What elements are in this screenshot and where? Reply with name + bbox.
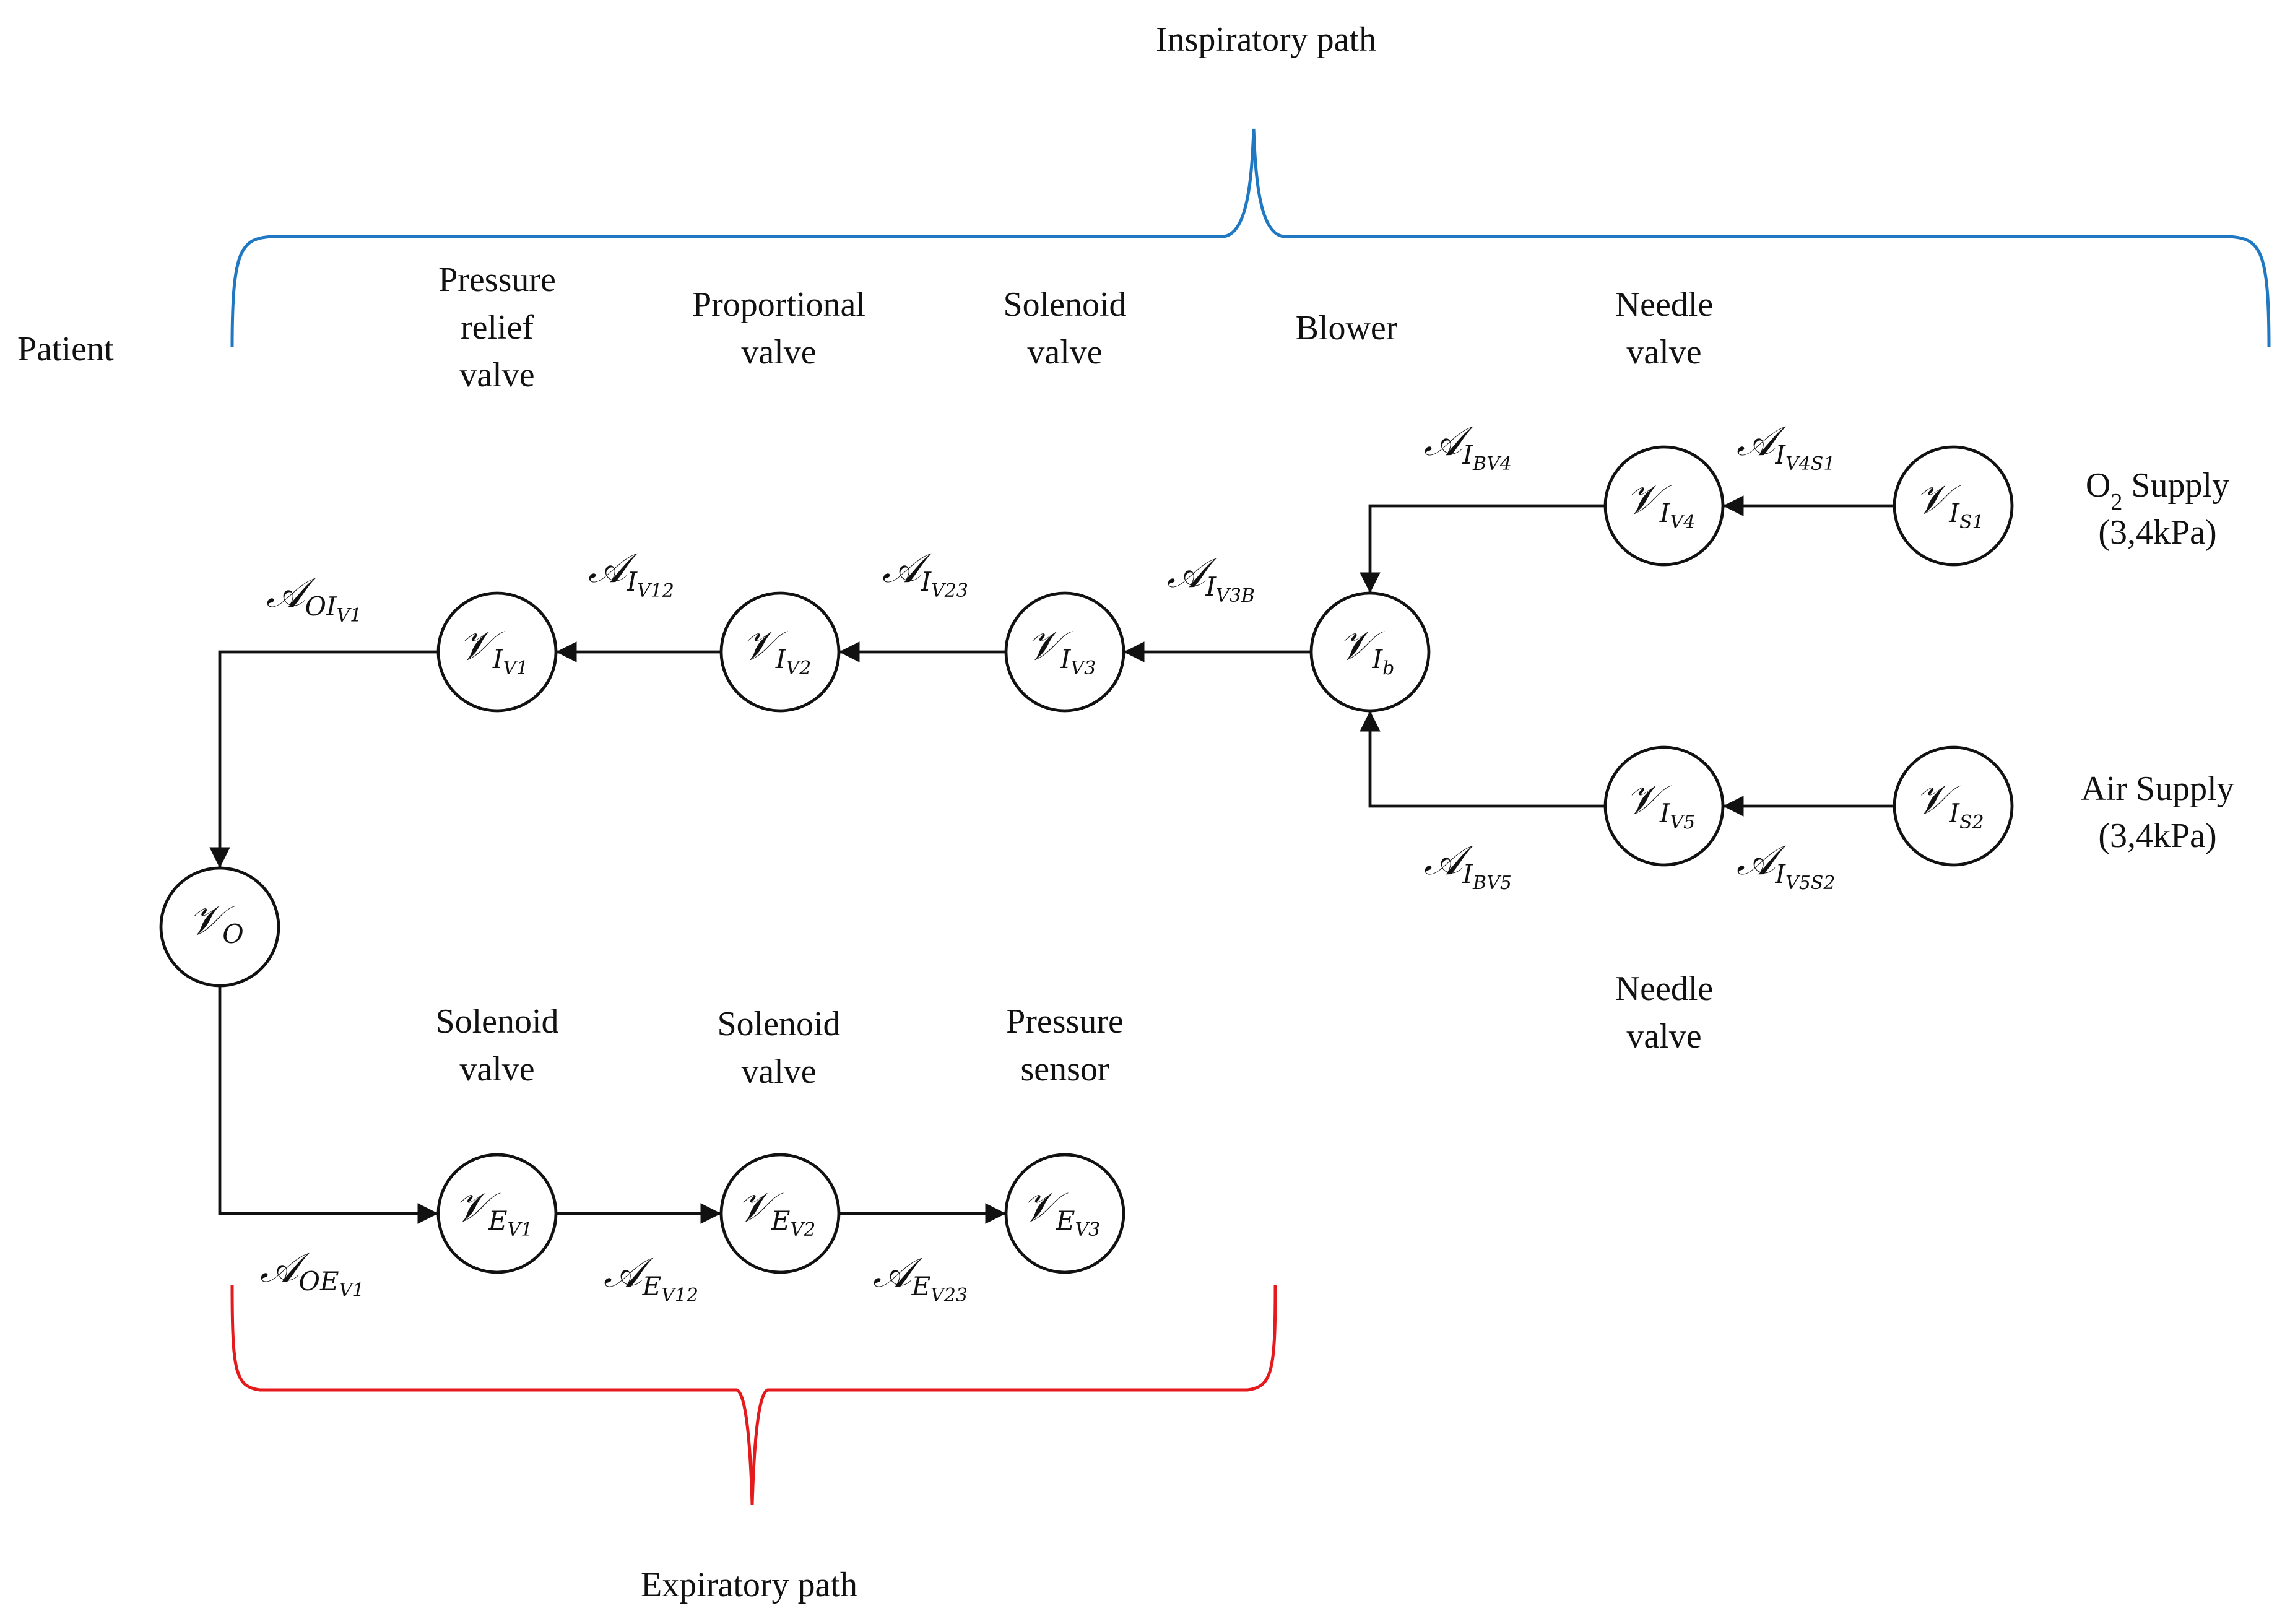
node-circle	[1603, 745, 1725, 867]
component-label-blower: Blower	[1296, 309, 1398, 347]
edge-label-a-oev1: 𝒜OEV1	[260, 1244, 364, 1301]
edge-a-ibv5	[1360, 711, 1605, 808]
node-symbol: 𝒱Ib	[1338, 622, 1395, 679]
node-circle	[1603, 445, 1725, 567]
edge-label-a-iv4s1: 𝒜IV4S1	[1737, 417, 1835, 475]
edge-label-a-iv23: 𝒜IV23	[882, 544, 968, 602]
edge-label-a-ibv4: 𝒜IBV4	[1424, 417, 1512, 475]
node-circle	[719, 1153, 841, 1274]
o2-supply-pressure: (3,4kPa)	[2098, 513, 2216, 552]
node-v-iv4: 𝒱IV4	[1603, 445, 1725, 567]
o2-supply-label: O2 Supply	[2086, 466, 2229, 515]
node-circle	[719, 591, 841, 713]
node-v-iv3: 𝒱IV3	[1004, 591, 1125, 713]
edge-label-a-ibv5: 𝒜IBV5	[1424, 836, 1512, 894]
node-circle	[436, 1153, 558, 1274]
node-v-is2: 𝒱IS2	[1893, 745, 2014, 867]
node-v-iv5: 𝒱IV5	[1603, 745, 1725, 867]
node-symbol: 𝒱EV1	[454, 1183, 532, 1241]
node-circle	[159, 866, 280, 988]
edge-a-ibv4	[1360, 504, 1605, 593]
node-v-ev2: 𝒱EV2	[719, 1153, 841, 1274]
node-v-ev3: 𝒱EV3	[1004, 1153, 1125, 1274]
inspiratory-path-heading: Inspiratory path	[1156, 20, 1376, 59]
edge-label-a-ev23: 𝒜EV23	[873, 1249, 968, 1306]
node-v-ib: 𝒱Ib	[1309, 591, 1431, 713]
expiratory-path-brace	[230, 1284, 1277, 1505]
node-circle	[1893, 445, 2014, 567]
edge-label-a-iv3b: 𝒜IV3B	[1167, 549, 1255, 607]
inspiratory-path-brace	[230, 128, 2271, 347]
node-v-iv2: 𝒱IV2	[719, 591, 841, 713]
air-supply-label: Air Supply	[2081, 770, 2234, 808]
expiratory-path-heading: Expiratory path	[641, 1566, 857, 1604]
node-v-ev1: 𝒱EV1	[436, 1153, 558, 1274]
patient-label: Patient	[17, 330, 114, 368]
node-circle	[1004, 1153, 1125, 1274]
edge-label-a-ev12: 𝒜EV12	[604, 1249, 698, 1306]
edges-layer	[209, 495, 1894, 1224]
edge-a-oiv1	[209, 650, 438, 868]
node-circle	[1309, 591, 1431, 713]
edge-a-oev1	[218, 986, 438, 1224]
node-circle	[436, 591, 558, 713]
air-supply-pressure: (3,4kPa)	[2098, 817, 2216, 855]
edge-label-a-iv12: 𝒜IV12	[588, 544, 674, 602]
node-circle	[1004, 591, 1125, 713]
node-symbol: 𝒱IV2	[742, 622, 811, 679]
node-v-is1: 𝒱IS1	[1893, 445, 2014, 567]
edge-label-a-oiv1: 𝒜OIV1	[266, 569, 362, 627]
node-circle	[1893, 745, 2014, 867]
edge-label-a-iv5s2: 𝒜IV5S2	[1737, 836, 1835, 894]
node-v-iv1: 𝒱IV1	[436, 591, 558, 713]
node-v-o: 𝒱O	[159, 866, 280, 988]
node-symbol: 𝒱IV4	[1626, 475, 1695, 533]
